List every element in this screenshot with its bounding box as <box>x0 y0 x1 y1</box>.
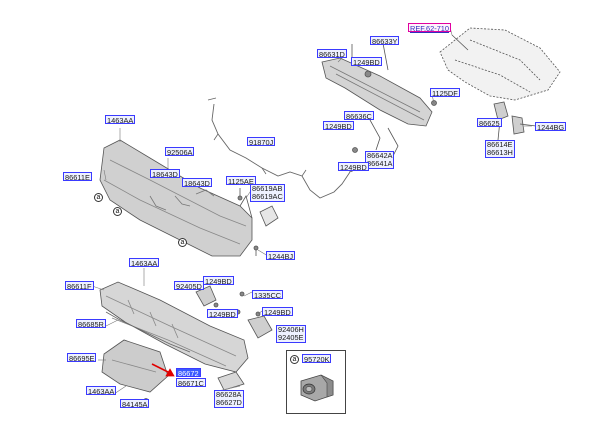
side-bracket-right <box>493 101 509 121</box>
part-label-18643d-b[interactable]: 18643D <box>182 178 212 188</box>
part-label-86611e[interactable]: 86611E <box>63 172 92 182</box>
part-label-92405e: 92405E <box>278 333 304 342</box>
rear-bumper-cover <box>99 139 253 257</box>
part-label-92406h: 92406H <box>278 325 304 334</box>
bracket-right-lower <box>247 315 273 339</box>
part-label-86619ab: 86619AB <box>252 184 283 193</box>
part-label-1249bd-d[interactable]: 1249BD <box>203 276 234 286</box>
part-label-86611f[interactable]: 86611F <box>65 281 94 291</box>
part-label-86627d: 86627D <box>216 398 242 407</box>
part-label-1249bd-a[interactable]: 1249BD <box>351 57 382 67</box>
part-label-86672[interactable]: 86672 <box>176 368 201 378</box>
part-label-86628a: 86628A <box>216 390 242 399</box>
part-label-86619ac: 86619AC <box>252 192 283 201</box>
part-label-1244bg[interactable]: 1244BG <box>535 122 567 132</box>
reflector <box>259 205 279 227</box>
part-label-1244bj[interactable]: 1244BJ <box>266 251 296 261</box>
part-label-86685r[interactable]: 86685R <box>76 319 106 329</box>
part-label-86614e: 86614E <box>487 140 513 149</box>
part-label-86642a: 86642A <box>367 151 393 160</box>
body-panel-ref <box>439 27 561 101</box>
part-label-86633y[interactable]: 86633Y <box>370 36 400 46</box>
parking-sensor-icon <box>300 374 334 402</box>
part-label-86619ab-86619ac[interactable]: 86619AB 86619AC <box>250 184 285 202</box>
part-label-92506a[interactable]: 92506A <box>165 147 195 157</box>
part-label-1335cc[interactable]: 1335CC <box>252 290 284 300</box>
rear-beam <box>321 57 433 127</box>
part-label-1125df[interactable]: 1125DF <box>430 88 460 98</box>
part-label-86625[interactable]: 86625 <box>477 118 502 128</box>
part-label-86642a-86641a[interactable]: 86642A 86641A <box>365 151 395 169</box>
part-label-1125ae[interactable]: 1125AE <box>226 176 256 186</box>
part-label-86628a-86627d[interactable]: 86628A 86627D <box>214 390 244 408</box>
callout-a-3: a <box>178 238 187 247</box>
part-label-1463aa-c[interactable]: 1463AA <box>86 386 117 396</box>
part-label-91870j[interactable]: 91870J <box>247 137 276 147</box>
part-label-86636c[interactable]: 86636C <box>344 111 374 121</box>
part-label-1463aa-b[interactable]: 1463AA <box>129 258 160 268</box>
part-label-1249bd-f[interactable]: 1249BD <box>262 307 293 317</box>
callout-a-2: a <box>113 207 122 216</box>
part-label-86641a: 86641A <box>367 159 393 168</box>
part-label-84145a[interactable]: 84145A <box>120 399 150 409</box>
part-label-86671c[interactable]: 86671C <box>176 378 206 388</box>
lower-diffuser <box>99 281 249 373</box>
part-label-86613h: 86613H <box>487 148 513 157</box>
part-label-92406h-92405e[interactable]: 92406H 92405E <box>276 325 306 343</box>
inset-callout-a: a <box>290 355 299 364</box>
ref-label[interactable]: REF.62-710 <box>408 23 452 33</box>
bracket-left-lower <box>195 285 217 307</box>
part-label-1463aa-a[interactable]: 1463AA <box>105 115 136 125</box>
sensor-inset: a <box>286 350 346 414</box>
part-label-92405d[interactable]: 92405D <box>174 281 204 291</box>
part-label-86631d[interactable]: 86631D <box>317 49 347 59</box>
part-label-86695e[interactable]: 86695E <box>67 353 97 363</box>
part-label-1249bd-e[interactable]: 1249BD <box>207 309 238 319</box>
part-label-95720k[interactable]: 95720K <box>302 354 332 364</box>
callout-a-1: a <box>94 193 103 202</box>
wiring-harness <box>211 103 351 199</box>
part-label-1249bd-b[interactable]: 1249BD <box>323 121 354 131</box>
part-label-86614e-86613h[interactable]: 86614E 86613H <box>485 140 515 158</box>
part-label-18643d-a[interactable]: 18643D <box>150 169 180 179</box>
part-label-1249bd-c[interactable]: 1249BD <box>338 162 369 172</box>
